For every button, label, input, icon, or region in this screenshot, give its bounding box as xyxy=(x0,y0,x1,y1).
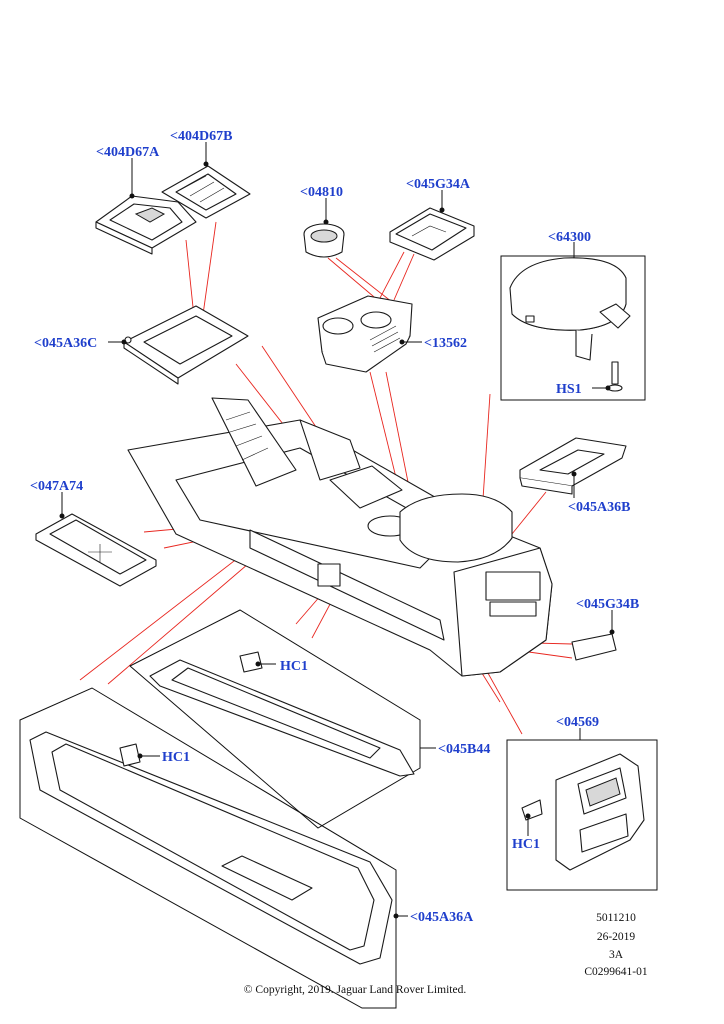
part-labels: <404D67A <404D67B <04810 <045G34A <64300… xyxy=(30,129,639,925)
label-404D67B[interactable]: <404D67B xyxy=(170,129,232,144)
part-045G34A-mat[interactable] xyxy=(389,207,475,261)
part-045A36A-side-trim[interactable] xyxy=(29,731,393,965)
label-404D67A[interactable]: <404D67A xyxy=(96,145,160,160)
label-047A74[interactable]: <047A74 xyxy=(30,479,83,494)
part-045A36B-bracket[interactable] xyxy=(519,437,627,495)
part-HS1-screw[interactable] xyxy=(607,361,623,392)
copyright: © Copyright, 2019. Jaguar Land Rover Lim… xyxy=(244,984,467,996)
meta-ref: 5011210 xyxy=(596,912,636,924)
label-045A36A[interactable]: <045A36A xyxy=(410,910,474,925)
part-64300-armrest[interactable] xyxy=(509,257,631,361)
label-HS1[interactable]: HS1 xyxy=(556,382,582,397)
label-045A36C[interactable]: <045A36C xyxy=(34,336,97,351)
part-04569-rear-vent[interactable] xyxy=(521,753,645,871)
label-045A36B[interactable]: <045A36B xyxy=(568,500,630,515)
label-045G34B[interactable]: <045G34B xyxy=(576,597,639,612)
part-045A36C-frame[interactable] xyxy=(123,305,249,385)
meta-date: 26-2019 xyxy=(597,931,636,943)
leader-lines xyxy=(59,142,615,919)
meta-code: C0299641-01 xyxy=(584,966,648,978)
lower-trim-group-box xyxy=(19,687,397,1009)
meta-rev: 3A xyxy=(609,949,624,961)
label-04810[interactable]: <04810 xyxy=(300,185,343,200)
part-047A74-tray-mat[interactable] xyxy=(35,513,157,587)
part-404D67B-surround[interactable] xyxy=(161,165,251,219)
part-13562-cupholder[interactable] xyxy=(317,295,413,373)
part-04810-cup-insert[interactable] xyxy=(303,223,345,258)
part-045G34B-mat[interactable] xyxy=(571,633,617,661)
label-HC1-upper[interactable]: HC1 xyxy=(280,659,308,674)
armrest-group-box xyxy=(500,255,646,401)
label-HC1-lower[interactable]: HC1 xyxy=(162,750,190,765)
label-04569[interactable]: <04569 xyxy=(556,715,599,730)
label-045G34A[interactable]: <045G34A xyxy=(406,177,471,192)
console-assembly xyxy=(127,397,553,677)
upper-trim-group-box xyxy=(129,609,421,829)
label-13562[interactable]: <13562 xyxy=(424,336,467,351)
part-404D67A-bezel[interactable] xyxy=(95,195,197,255)
label-045B44[interactable]: <045B44 xyxy=(438,742,490,757)
drawing-metadata: 5011210 26-2019 3A C0299641-01 © Copyrig… xyxy=(244,912,648,996)
part-045B44-side-trim[interactable] xyxy=(149,651,415,777)
rear-vent-group-box xyxy=(506,739,658,891)
label-HC1-right[interactable]: HC1 xyxy=(512,837,540,852)
label-64300[interactable]: <64300 xyxy=(548,230,591,245)
